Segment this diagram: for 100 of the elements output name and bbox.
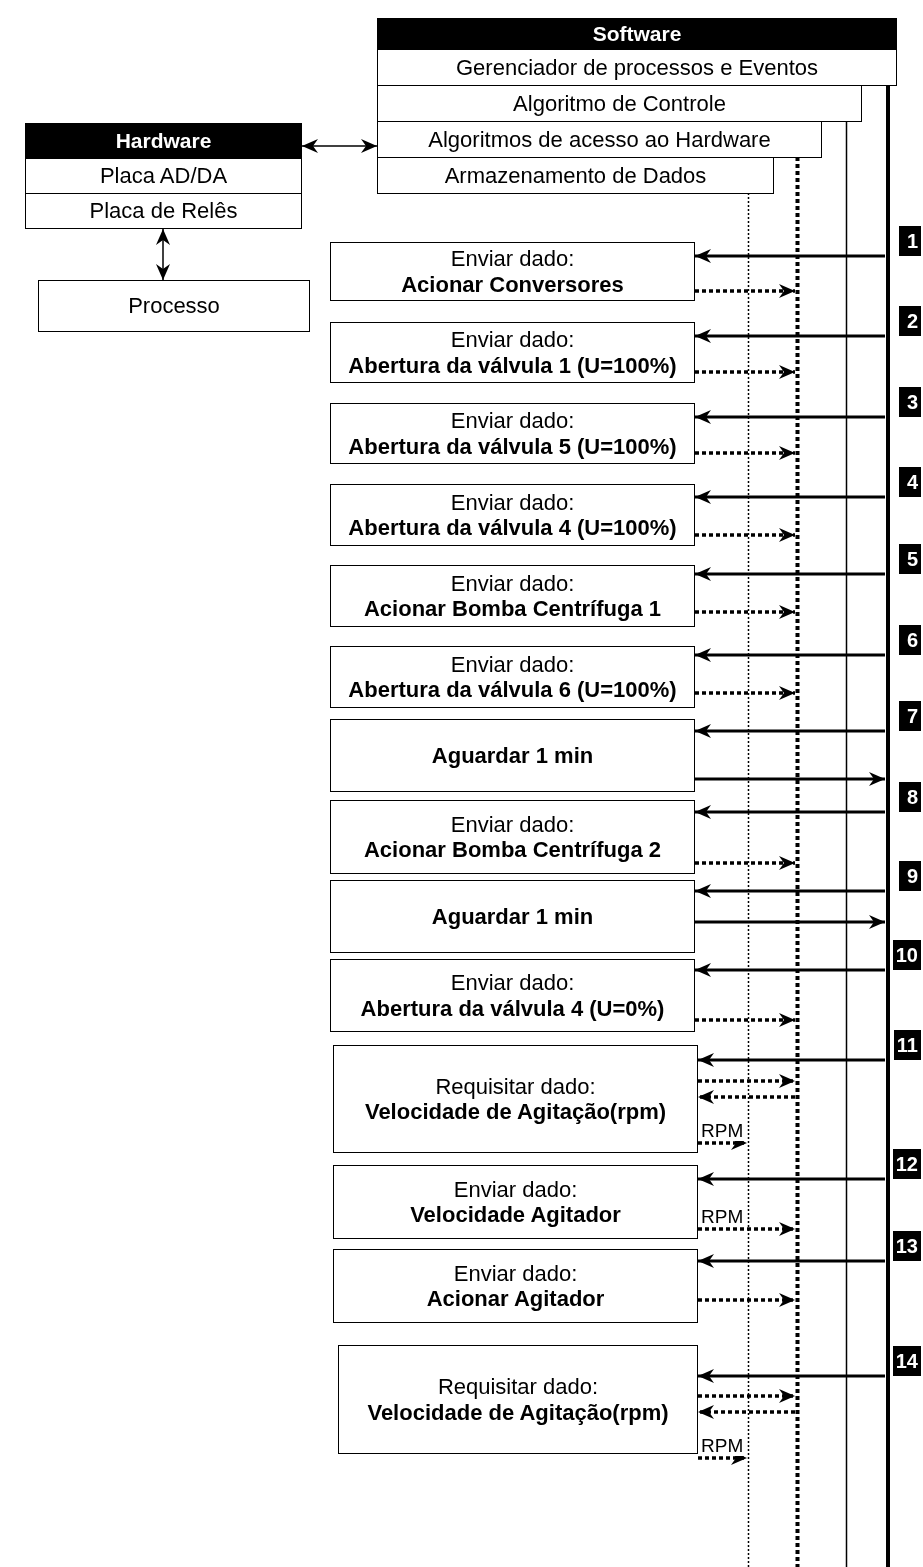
- message-box: [330, 800, 695, 874]
- dotted-arrow: [695, 446, 795, 460]
- action-text: Acionar Agitador: [426, 1286, 605, 1312]
- lifeline: [885, 86, 891, 1567]
- message-box: [330, 719, 695, 792]
- step-number: 8: [899, 782, 921, 812]
- step-number: 7: [899, 701, 921, 731]
- message-box: [330, 565, 695, 627]
- step-number: 4: [899, 467, 921, 497]
- edge-label: RPM: [700, 1436, 745, 1456]
- layer-name: Gerenciador de processos e Eventos: [456, 54, 818, 81]
- step-number: 1: [899, 226, 921, 256]
- action-type: Enviar dado:: [450, 570, 575, 596]
- arrow: [695, 963, 885, 977]
- step-number: 10: [892, 940, 921, 970]
- message-box: [330, 959, 695, 1032]
- arrow: [695, 915, 885, 929]
- action-type: Enviar dado:: [450, 408, 575, 434]
- layer-name: Placa de Relês: [89, 198, 238, 224]
- dotted-arrow: [695, 365, 795, 379]
- message-box: [338, 1345, 698, 1454]
- dotted-arrow: [695, 284, 795, 298]
- step-number: 12: [892, 1149, 921, 1179]
- action-text: Abertura da válvula 4 (U=100%): [348, 515, 677, 541]
- arrow: [698, 1369, 885, 1383]
- action-text: Acionar Bomba Centrífuga 1: [363, 596, 661, 622]
- action-text: Abertura da válvula 1 (U=100%): [348, 352, 677, 378]
- action-type: Enviar dado:: [453, 1260, 578, 1286]
- arrow: [695, 724, 885, 738]
- action-text: Aguardar 1 min: [431, 742, 594, 769]
- arrow: [695, 772, 885, 786]
- header-title: Hardware: [115, 128, 212, 154]
- action-text: Acionar Bomba Centrífuga 2: [363, 837, 661, 863]
- action-text: Velocidade de Agitação(rpm): [364, 1099, 667, 1125]
- arrow: [695, 648, 885, 662]
- header-title: Software: [592, 21, 682, 47]
- message-box: [330, 484, 695, 546]
- action-type: Requisitar dado:: [437, 1374, 599, 1400]
- dotted-arrow: [695, 1013, 795, 1027]
- action-text: Velocidade Agitador: [410, 1202, 621, 1228]
- layer-name: Algoritmo de Controle: [513, 90, 726, 117]
- lifeline: [795, 157, 800, 1567]
- arrow: [698, 1053, 885, 1067]
- step-number: 2: [899, 306, 921, 336]
- message-box: [330, 322, 695, 383]
- action-text: Abertura da válvula 4 (U=0%): [360, 995, 665, 1021]
- action-type: Enviar dado:: [450, 651, 575, 677]
- action-type: Enviar dado:: [450, 327, 575, 353]
- action-text: Velocidade de Agitação(rpm): [367, 1399, 669, 1425]
- dotted-arrow: [698, 1405, 795, 1419]
- layer-box: [25, 193, 302, 229]
- action-type: Enviar dado:: [450, 489, 575, 515]
- layer-box: [377, 121, 822, 158]
- message-box: [333, 1045, 698, 1153]
- action-type: Enviar dado:: [453, 1176, 578, 1202]
- arrow: [695, 249, 885, 263]
- layer-name: Armazenamento de Dados: [444, 162, 707, 189]
- layer-box: [377, 157, 774, 194]
- edge-label: RPM: [700, 1121, 745, 1141]
- message-box: [330, 242, 695, 301]
- layer-box: [377, 49, 897, 86]
- layer-name: Processo: [128, 293, 220, 319]
- layer-box: [377, 85, 862, 122]
- step-number: 14: [892, 1346, 921, 1376]
- message-box: [333, 1165, 698, 1239]
- arrow: [695, 805, 885, 819]
- arrow: [156, 228, 170, 281]
- step-number: 6: [899, 625, 921, 655]
- arrow: [695, 329, 885, 343]
- action-text: Acionar Conversores: [401, 271, 624, 297]
- message-box: [333, 1249, 698, 1323]
- dotted-arrow: [695, 686, 795, 700]
- layer-box: [25, 158, 302, 194]
- arrow: [695, 884, 885, 898]
- header-bar: [25, 123, 302, 159]
- message-box: [330, 646, 695, 708]
- layer-name: Algoritmos de acesso ao Hardware: [428, 126, 771, 153]
- action-text: Abertura da válvula 6 (U=100%): [348, 677, 677, 703]
- layer-box: [38, 280, 310, 332]
- layer-name: Placa AD/DA: [99, 163, 228, 189]
- arrow: [698, 1172, 885, 1186]
- action-text: Abertura da válvula 5 (U=100%): [348, 433, 677, 459]
- dotted-arrow: [698, 1389, 795, 1403]
- dotted-arrow: [698, 1293, 795, 1307]
- step-number: 13: [892, 1231, 921, 1261]
- step-number: 11: [893, 1030, 921, 1060]
- step-number: 9: [899, 861, 921, 891]
- arrow: [698, 1254, 885, 1268]
- lifeline: [747, 193, 750, 1567]
- message-box: [330, 403, 695, 464]
- step-number: 3: [899, 387, 921, 417]
- dotted-arrow: [698, 1074, 795, 1088]
- dotted-arrow: [695, 528, 795, 542]
- dotted-arrow: [698, 1090, 795, 1104]
- action-type: Requisitar dado:: [435, 1073, 596, 1099]
- action-text: Aguardar 1 min: [431, 903, 594, 930]
- action-type: Enviar dado:: [450, 970, 575, 996]
- lifeline: [845, 122, 848, 1567]
- action-type: Enviar dado:: [450, 246, 575, 272]
- dotted-arrow: [698, 1222, 795, 1236]
